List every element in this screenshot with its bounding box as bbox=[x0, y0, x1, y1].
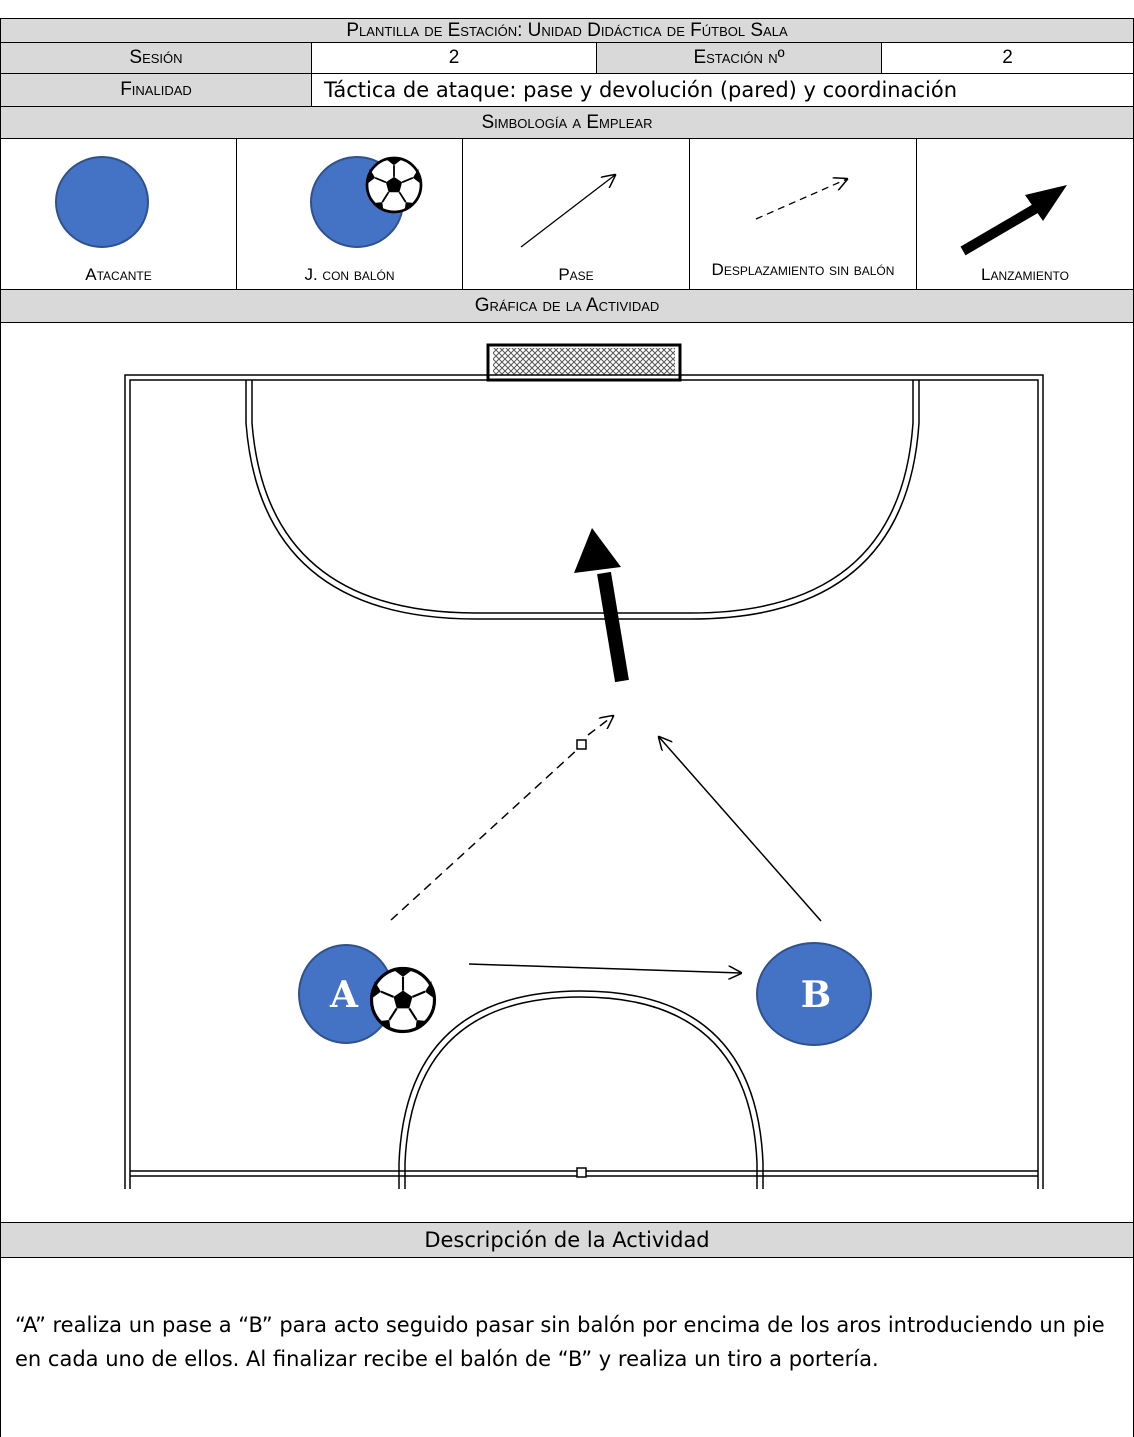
shot-arrow-icon bbox=[960, 185, 1067, 256]
symbol-player-with-ball: J. con balón bbox=[236, 139, 462, 289]
hoop-marker bbox=[576, 739, 587, 750]
description-header: Descripción de la Actividad bbox=[0, 1222, 1134, 1258]
purpose-row: Finalidad Táctica de ataque: pase y devo… bbox=[0, 73, 1134, 107]
return-pass-arrow bbox=[659, 737, 822, 922]
player-a: A bbox=[298, 944, 437, 1044]
symbols-header: Simbología a Emplear bbox=[0, 106, 1134, 139]
player-a-label: A bbox=[329, 974, 359, 1016]
symbol-label-shot: Lanzamiento bbox=[981, 265, 1069, 284]
goal-icon bbox=[486, 343, 682, 382]
player-with-ball-icon bbox=[310, 156, 423, 248]
symbol-label-attacker: Atacante bbox=[85, 265, 152, 284]
description-body: “A” realiza un pase a “B” para acto segu… bbox=[0, 1257, 1134, 1437]
shot-arrow bbox=[574, 528, 629, 683]
symbol-label-move: Desplazamiento sin balón bbox=[711, 260, 895, 279]
ball-icon bbox=[369, 966, 437, 1034]
description-text: “A” realiza un pase a “B” para acto segu… bbox=[15, 1313, 1105, 1371]
symbols-row: Atacante J. con balón Pase Desplazamient… bbox=[0, 138, 1134, 290]
station-value: 2 bbox=[881, 43, 1133, 73]
futsal-court-diagram: A B bbox=[124, 343, 1044, 1189]
symbol-attacker: Atacante bbox=[1, 139, 236, 289]
session-value: 2 bbox=[311, 43, 596, 73]
player-b: B bbox=[756, 942, 872, 1046]
attacker-icon bbox=[55, 156, 149, 248]
template-title: Plantilla de Estación: Unidad Didáctica … bbox=[0, 18, 1134, 43]
symbol-shot: Lanzamiento bbox=[916, 139, 1133, 289]
symbol-pass: Pase bbox=[462, 139, 689, 289]
station-label: Estación nº bbox=[596, 43, 881, 73]
court-lines bbox=[124, 374, 1044, 1189]
dashed-move-arrow-icon bbox=[755, 139, 917, 220]
player-b-label: B bbox=[801, 974, 831, 1016]
symbol-label-player-with-ball: J. con balón bbox=[304, 265, 395, 284]
purpose-value: Táctica de ataque: pase y devolución (pa… bbox=[311, 74, 1133, 106]
symbol-move: Desplazamiento sin balón bbox=[689, 139, 916, 289]
graphic-header: Gráfica de la Actividad bbox=[0, 289, 1134, 323]
pass-arrow-icon bbox=[520, 139, 690, 248]
activity-graphic: A B bbox=[0, 322, 1134, 1223]
purpose-label: Finalidad bbox=[1, 74, 311, 106]
symbol-label-pass: Pase bbox=[558, 265, 594, 284]
session-label: Sesión bbox=[1, 43, 311, 73]
session-row: Sesión 2 Estación nº 2 bbox=[0, 42, 1134, 74]
move-path bbox=[390, 716, 613, 921]
pass-arrow bbox=[468, 963, 741, 973]
